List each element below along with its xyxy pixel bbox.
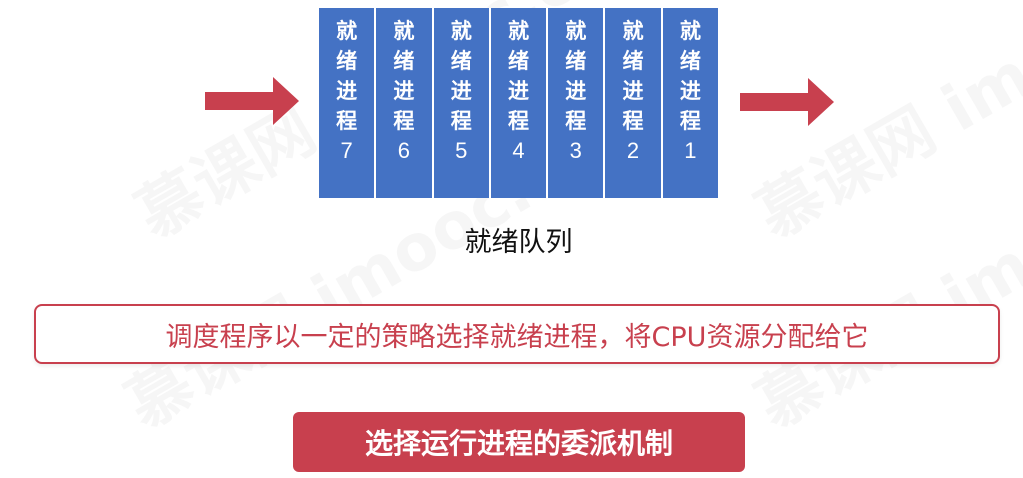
mechanism-label: 选择运行进程的委派机制 [364,427,673,460]
ready-queue: 就绪进程 7 就绪进程 6 就绪进程 5 就绪进程 4 就绪进程 3 就绪进程 … [319,8,718,198]
process-label: 就绪进程 [336,19,358,133]
process-number: 7 [340,138,353,163]
description-text: 调度程序以一定的策略选择就绪进程，将CPU资源分配给它 [165,321,869,353]
process-label: 就绪进程 [679,19,701,133]
process-label: 就绪进程 [565,19,587,133]
watermark: 慕课网 imooc.com [737,0,1023,256]
outgoing-arrow-icon [740,78,834,126]
ready-process-1: 就绪进程 1 [662,8,718,198]
process-number: 3 [569,138,582,163]
process-number: 1 [684,138,697,163]
incoming-arrow-icon [205,77,299,125]
ready-process-3: 就绪进程 3 [548,8,604,198]
process-label: 就绪进程 [450,19,472,133]
process-label: 就绪进程 [393,19,415,133]
ready-process-4: 就绪进程 4 [490,8,547,198]
description-box: 调度程序以一定的策略选择就绪进程，将CPU资源分配给它 [34,304,1000,364]
mechanism-label-box: 选择运行进程的委派机制 [293,412,745,472]
ready-process-2: 就绪进程 2 [605,8,661,198]
ready-process-7: 就绪进程 7 [319,8,375,198]
process-label: 就绪进程 [507,19,529,133]
process-number: 6 [397,138,411,163]
ready-process-6: 就绪进程 6 [376,8,432,198]
process-label: 就绪进程 [622,19,644,133]
process-number: 4 [512,138,525,163]
ready-process-5: 就绪进程 5 [433,8,489,198]
process-number: 5 [455,138,468,163]
queue-caption: 就绪队列 [464,227,573,258]
process-number: 2 [626,138,640,163]
